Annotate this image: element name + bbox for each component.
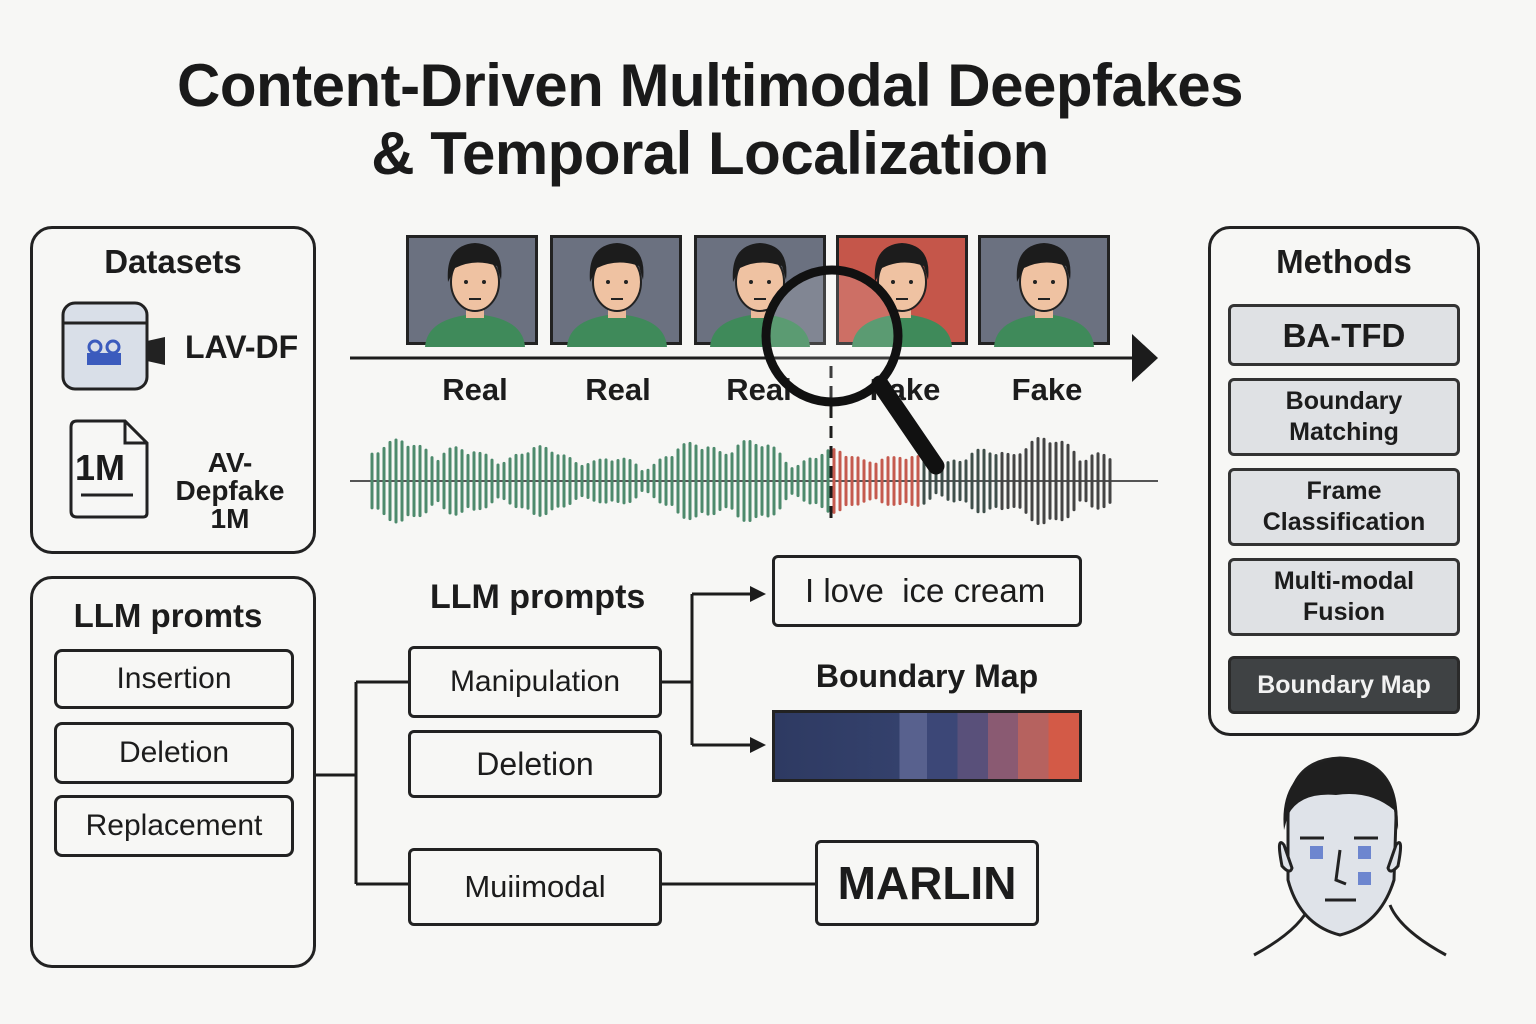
marlin-box: MARLIN <box>815 840 1039 926</box>
prompt-type-insertion: Insertion <box>54 649 294 709</box>
diagram-title: Content-Driven Multimodal Deepfakes & Te… <box>0 52 1420 188</box>
llm-flow-heading: LLM prompts <box>430 578 646 616</box>
document-icon: 1M <box>67 417 151 521</box>
text-output-value: I love ice cream <box>805 572 1046 609</box>
datasets-panel: Datasets LAV-DF 1M AV-Depfake 1M <box>30 226 316 554</box>
datasets-heading: Datasets <box>104 243 242 280</box>
boundary-map-heading: Boundary Map <box>815 658 1039 694</box>
flow-connectors <box>316 592 815 886</box>
llm-panel-heading: LLM promts <box>73 597 263 634</box>
method-multimodal-fusion: Multi-modal Fusion <box>1228 558 1460 636</box>
frame-label: Real <box>585 372 651 407</box>
face-icon <box>710 243 810 347</box>
face-icon <box>425 243 525 347</box>
method-boundary-map: Boundary Map <box>1228 656 1460 714</box>
method-frame-classification: Frame Classification <box>1228 468 1460 546</box>
prompt-type-replacement: Replacement <box>54 795 294 857</box>
magnifier-icon <box>761 265 945 475</box>
dataset-avdepfake-label: AV-Depfake 1M <box>175 447 285 534</box>
multimodal-box: Muiimodal <box>408 848 662 926</box>
prompt-type-deletion: Deletion <box>54 722 294 784</box>
arrowhead <box>750 737 766 753</box>
audio-waveform <box>350 437 1158 525</box>
methods-panel: Methods BA-TFD Boundary Matching Frame C… <box>1208 226 1480 736</box>
boundary-map-bar <box>772 710 1082 782</box>
title-line-2: & Temporal Localization <box>371 120 1049 187</box>
text-output-box: I love ice cream <box>772 555 1082 627</box>
face-analysis-icon <box>1253 756 1447 957</box>
timeline-arrowhead <box>1132 334 1158 382</box>
arrowhead <box>750 586 766 602</box>
methods-heading: Methods <box>1276 243 1412 280</box>
manipulation-box: Manipulation <box>408 646 662 718</box>
title-line-1: Content-Driven Multimodal Deepfakes <box>177 52 1244 119</box>
document-icon-text: 1M <box>75 447 126 488</box>
face-icon <box>567 243 667 347</box>
frame-label: Fake <box>1011 372 1083 407</box>
dataset-lavdf-label: LAV-DF <box>185 329 299 365</box>
camera-icon <box>61 301 169 393</box>
face-icon <box>994 243 1094 347</box>
deletion-box: Deletion <box>408 730 662 798</box>
frame-label: Real <box>442 372 508 407</box>
method-boundary-matching: Boundary Matching <box>1228 378 1460 456</box>
method-ba-tfd: BA-TFD <box>1228 304 1460 366</box>
llm-prompts-panel: LLM promts Insertion Deletion Replacemen… <box>30 576 316 968</box>
